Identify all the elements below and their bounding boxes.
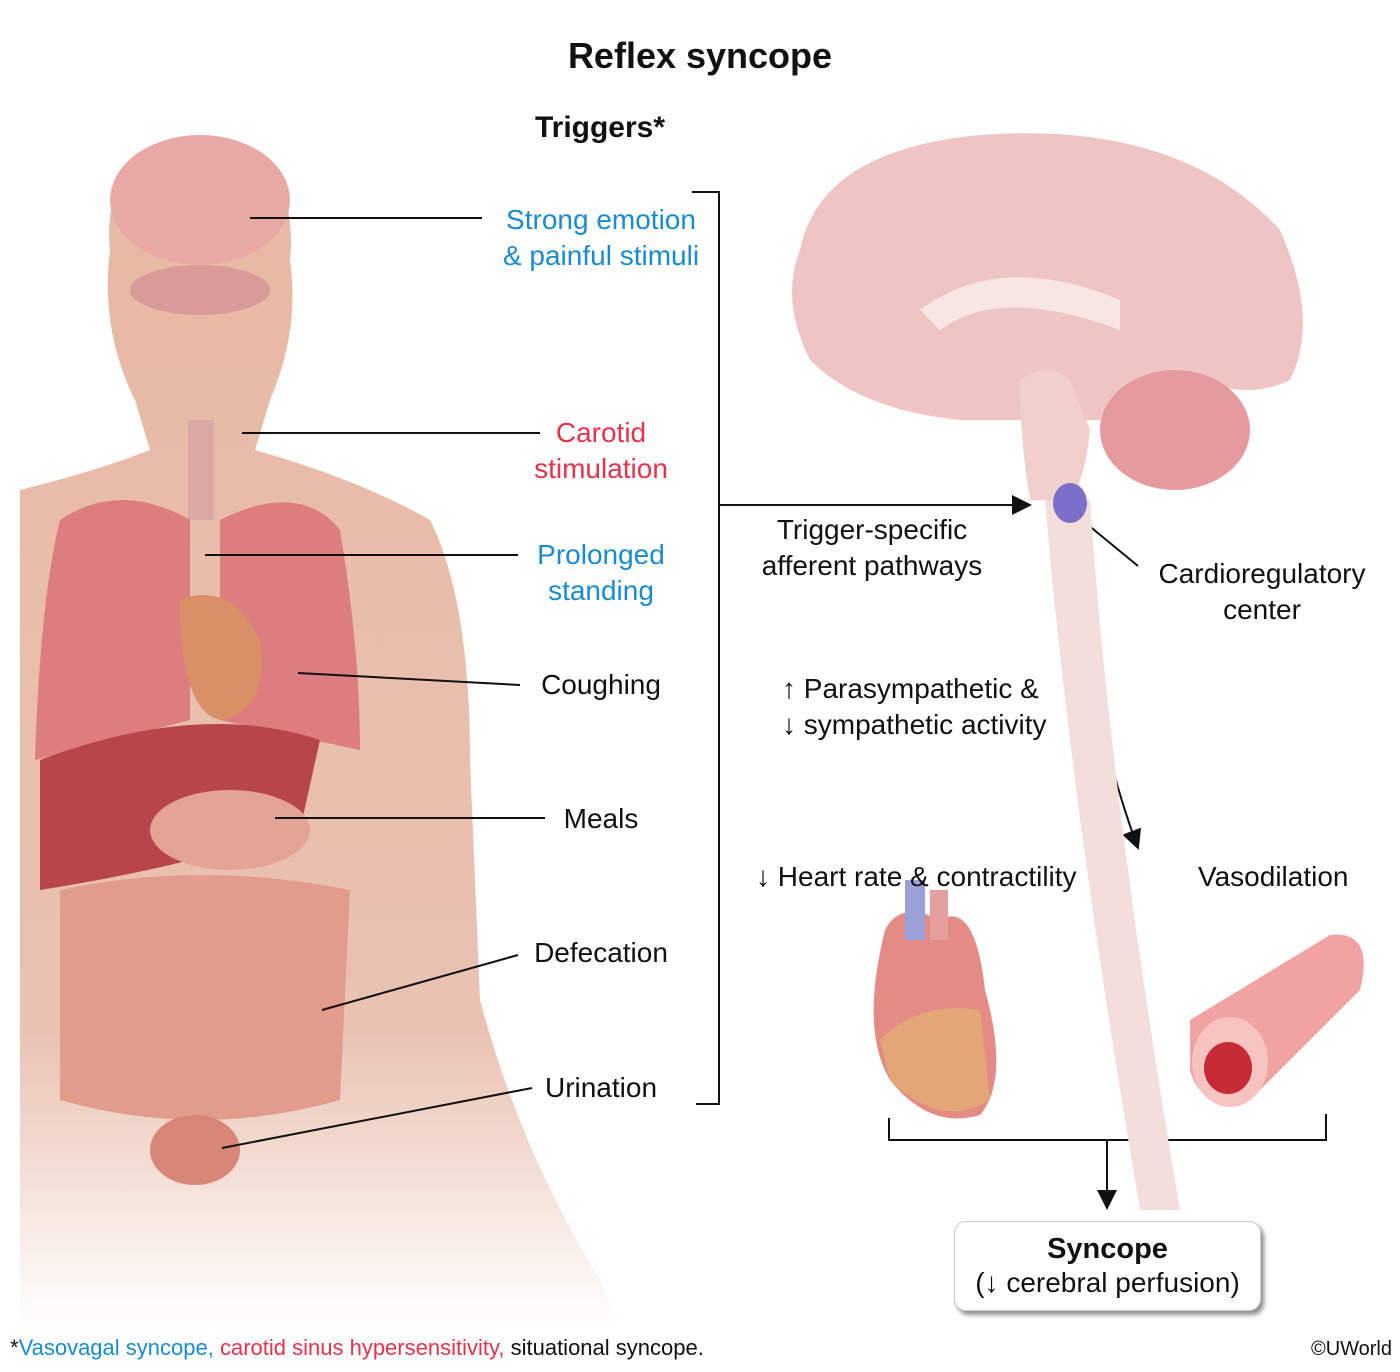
trigger-meals: Meals bbox=[563, 803, 639, 834]
trigger-carotid-stimulation: Carotid stimulation bbox=[520, 415, 682, 487]
label-line: Cardioregulatory bbox=[1158, 558, 1366, 589]
dilated-vessel-illustration bbox=[1190, 934, 1364, 1107]
autonomic-activity-label: ↑ Parasympathetic & ↓ sympathetic activi… bbox=[782, 671, 1047, 743]
cardioregulatory-nucleus bbox=[1053, 483, 1087, 523]
diagram-title: Reflex syncope bbox=[567, 35, 833, 76]
brain-in-head bbox=[110, 135, 290, 265]
label-line: ↑ Parasympathetic & bbox=[782, 673, 1039, 704]
heart-in-body bbox=[180, 595, 262, 720]
trigger-prolonged-standing: Prolonged standing bbox=[520, 537, 682, 609]
human-body-illustration bbox=[20, 135, 620, 1330]
footnote-situational: situational syncope. bbox=[510, 1335, 704, 1360]
trigger-line: Carotid bbox=[555, 417, 647, 448]
trigger-defecation: Defecation bbox=[534, 937, 668, 968]
intestines bbox=[60, 875, 350, 1120]
footnote-carotid: carotid sinus hypersensitivity, bbox=[219, 1335, 505, 1360]
copyright: ©UWorld bbox=[1310, 1338, 1392, 1360]
label-line: afferent pathways bbox=[761, 550, 983, 581]
syncope-title: Syncope bbox=[1047, 1233, 1168, 1265]
label-line: Trigger-specific bbox=[776, 514, 968, 545]
cardioregulatory-center-label: Cardioregulatory center bbox=[1140, 556, 1384, 628]
label-line: center bbox=[1223, 594, 1301, 625]
syncope-outcome-box: Syncope (↓ cerebral perfusion) bbox=[954, 1221, 1261, 1311]
trigger-line: Strong emotion bbox=[506, 204, 696, 235]
footnote-asterisk: * bbox=[10, 1335, 19, 1360]
trigger-strong-emotion: Strong emotion & painful stimuli bbox=[490, 202, 712, 274]
syncope-subtitle: (↓ cerebral perfusion) bbox=[975, 1267, 1240, 1298]
heart-illustration bbox=[873, 880, 997, 1119]
footnote-vasovagal: Vasovagal syncope, bbox=[18, 1335, 214, 1360]
label-line: ↓ sympathetic activity bbox=[782, 709, 1047, 740]
spinal-cord bbox=[1045, 500, 1180, 1210]
trigger-leader-lines bbox=[205, 191, 1327, 1210]
trigger-bracket bbox=[692, 191, 720, 1105]
footnote: *Vasovagal syncope, carotid sinus hypers… bbox=[10, 1335, 704, 1361]
red-blood-cell bbox=[1204, 1042, 1252, 1094]
left-lung bbox=[35, 500, 190, 760]
trigger-urination: Urination bbox=[544, 1072, 658, 1103]
vasodilation-label: Vasodilation bbox=[1198, 861, 1349, 892]
trigger-line: stimulation bbox=[534, 453, 668, 484]
afferent-pathways-label: Trigger-specific afferent pathways bbox=[742, 512, 1002, 584]
triggers-heading: Triggers* bbox=[534, 111, 666, 144]
stomach bbox=[150, 790, 310, 870]
brain-sagittal-illustration bbox=[792, 133, 1303, 1210]
bladder bbox=[150, 1115, 240, 1185]
trigger-line: Prolonged bbox=[537, 539, 665, 570]
heart-rate-label: ↓ Heart rate & contractility bbox=[756, 861, 1077, 892]
trigger-line: standing bbox=[548, 575, 654, 606]
cerebellum bbox=[1100, 370, 1250, 490]
trigger-coughing: Coughing bbox=[541, 669, 661, 700]
trigger-line: & painful stimuli bbox=[502, 240, 700, 271]
